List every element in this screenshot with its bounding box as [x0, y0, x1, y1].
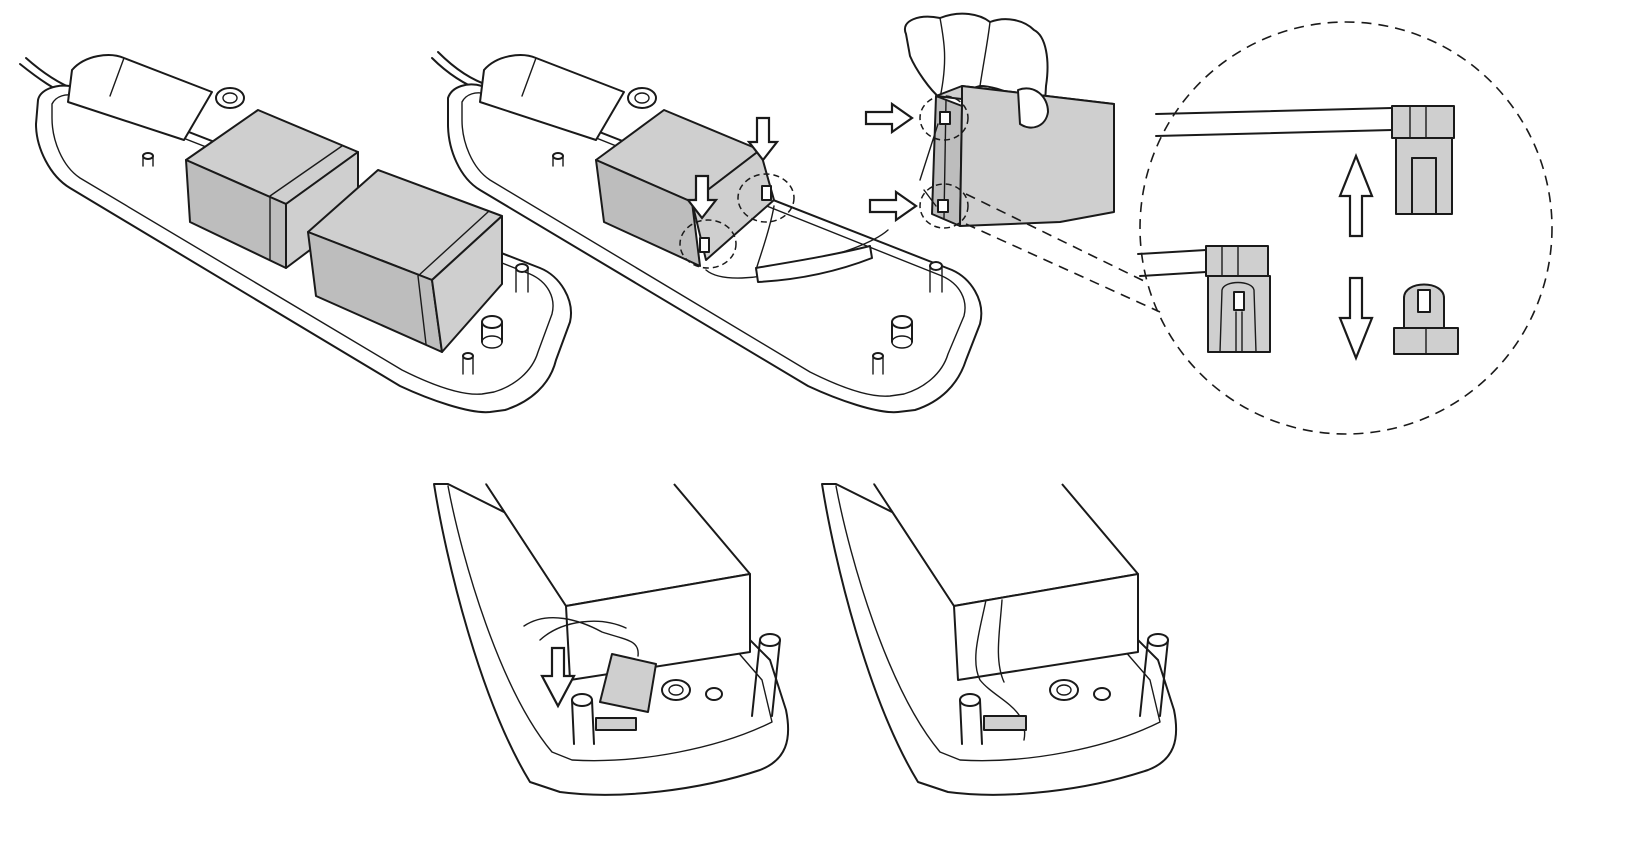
panel-step-4: [433, 483, 790, 796]
connector-icon: [1391, 105, 1455, 215]
battery-icon: [185, 109, 359, 269]
panel-step-3: [864, 12, 1161, 313]
battery-icon: [931, 85, 1115, 227]
panel-step-5: [821, 483, 1178, 796]
panel-step-1: [19, 54, 572, 414]
right-arrow-icon: [864, 101, 914, 135]
down-arrow-icon: [746, 116, 780, 162]
down-arrow-icon: [540, 646, 576, 709]
right-arrow-icon: [868, 189, 918, 223]
connector-icon: [1393, 283, 1459, 355]
battery-icon: [307, 169, 503, 353]
panel-connector-detail: [1137, 21, 1553, 435]
down-arrow-icon: [685, 174, 719, 220]
panel-step-2: [431, 51, 983, 414]
down-arrow-icon: [1338, 276, 1374, 361]
up-arrow-icon: [1338, 153, 1374, 238]
connector-icon: [1205, 245, 1271, 353]
